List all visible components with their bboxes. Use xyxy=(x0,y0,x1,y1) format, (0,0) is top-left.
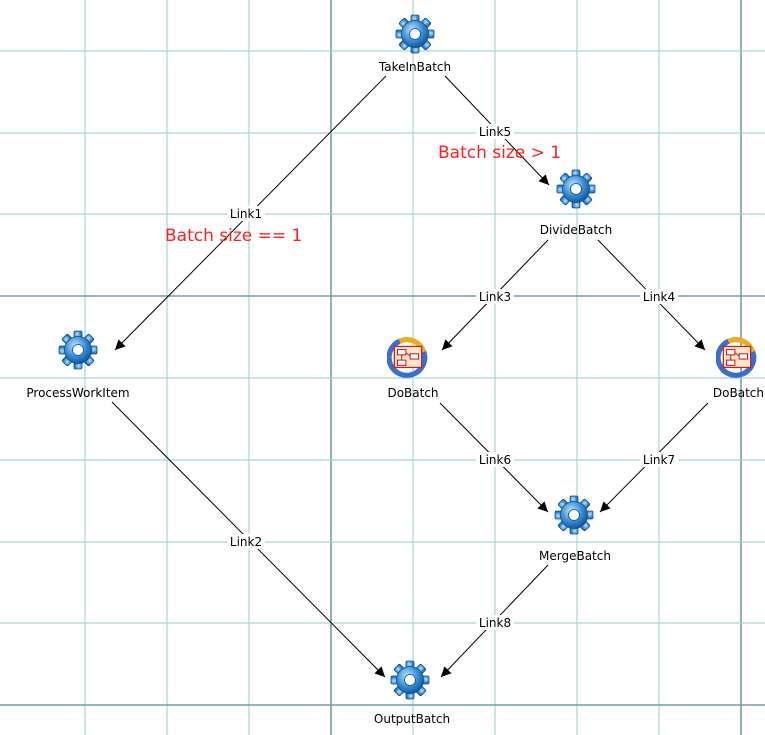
link-label-link7[interactable]: Link7 xyxy=(640,452,678,467)
node-processworkitem[interactable]: ProcessWorkItem xyxy=(26,330,130,400)
link8-text: Link8 xyxy=(479,616,511,630)
link-label-link8[interactable]: Link8 xyxy=(476,615,514,630)
node-label: DivideBatch xyxy=(540,223,613,237)
node-label: DoBatch xyxy=(387,386,438,400)
node-label: OutputBatch xyxy=(374,712,450,726)
gear-icon xyxy=(58,330,98,370)
node-label: DoBatch xyxy=(713,386,764,400)
subprocess-icon xyxy=(718,340,754,376)
link-labels: Link1 Link5 Link3 Link4 Link2 Link6 Link… xyxy=(227,124,678,630)
node-takeinbatch[interactable]: TakeInBatch xyxy=(378,14,451,74)
node-dobatch-2[interactable]: DoBatch xyxy=(713,340,764,400)
node-dobatch-1[interactable]: DoBatch xyxy=(387,340,439,400)
link6-text: Link6 xyxy=(479,453,511,467)
link2-text: Link2 xyxy=(230,535,262,549)
node-outputbatch[interactable]: OutputBatch xyxy=(374,660,450,726)
link4-text: Link4 xyxy=(643,290,675,304)
link-label-link6[interactable]: Link6 xyxy=(476,452,514,467)
link3-text: Link3 xyxy=(479,290,511,304)
node-label: TakeInBatch xyxy=(378,60,451,74)
gear-icon xyxy=(395,14,435,54)
link1-text: Link1 xyxy=(230,207,262,221)
node-dividebatch[interactable]: DivideBatch xyxy=(540,169,613,237)
link7-text: Link7 xyxy=(643,453,675,467)
link-label-link5[interactable]: Link5 xyxy=(476,124,514,139)
condition-link5: Batch size > 1 xyxy=(438,143,561,163)
condition-link1: Batch size == 1 xyxy=(165,226,302,246)
node-label: ProcessWorkItem xyxy=(26,386,129,400)
link-label-link1[interactable]: Link1 xyxy=(227,206,265,221)
gear-icon xyxy=(556,169,596,209)
link-label-link3[interactable]: Link3 xyxy=(476,289,514,304)
link-label-link2[interactable]: Link2 xyxy=(227,534,265,549)
link5-text: Link5 xyxy=(479,125,511,139)
node-mergebatch[interactable]: MergeBatch xyxy=(539,495,611,563)
link-label-link4[interactable]: Link4 xyxy=(640,289,678,304)
gear-icon xyxy=(554,495,594,535)
subprocess-icon xyxy=(389,340,425,376)
node-label: MergeBatch xyxy=(539,549,611,563)
gear-icon xyxy=(390,660,430,700)
